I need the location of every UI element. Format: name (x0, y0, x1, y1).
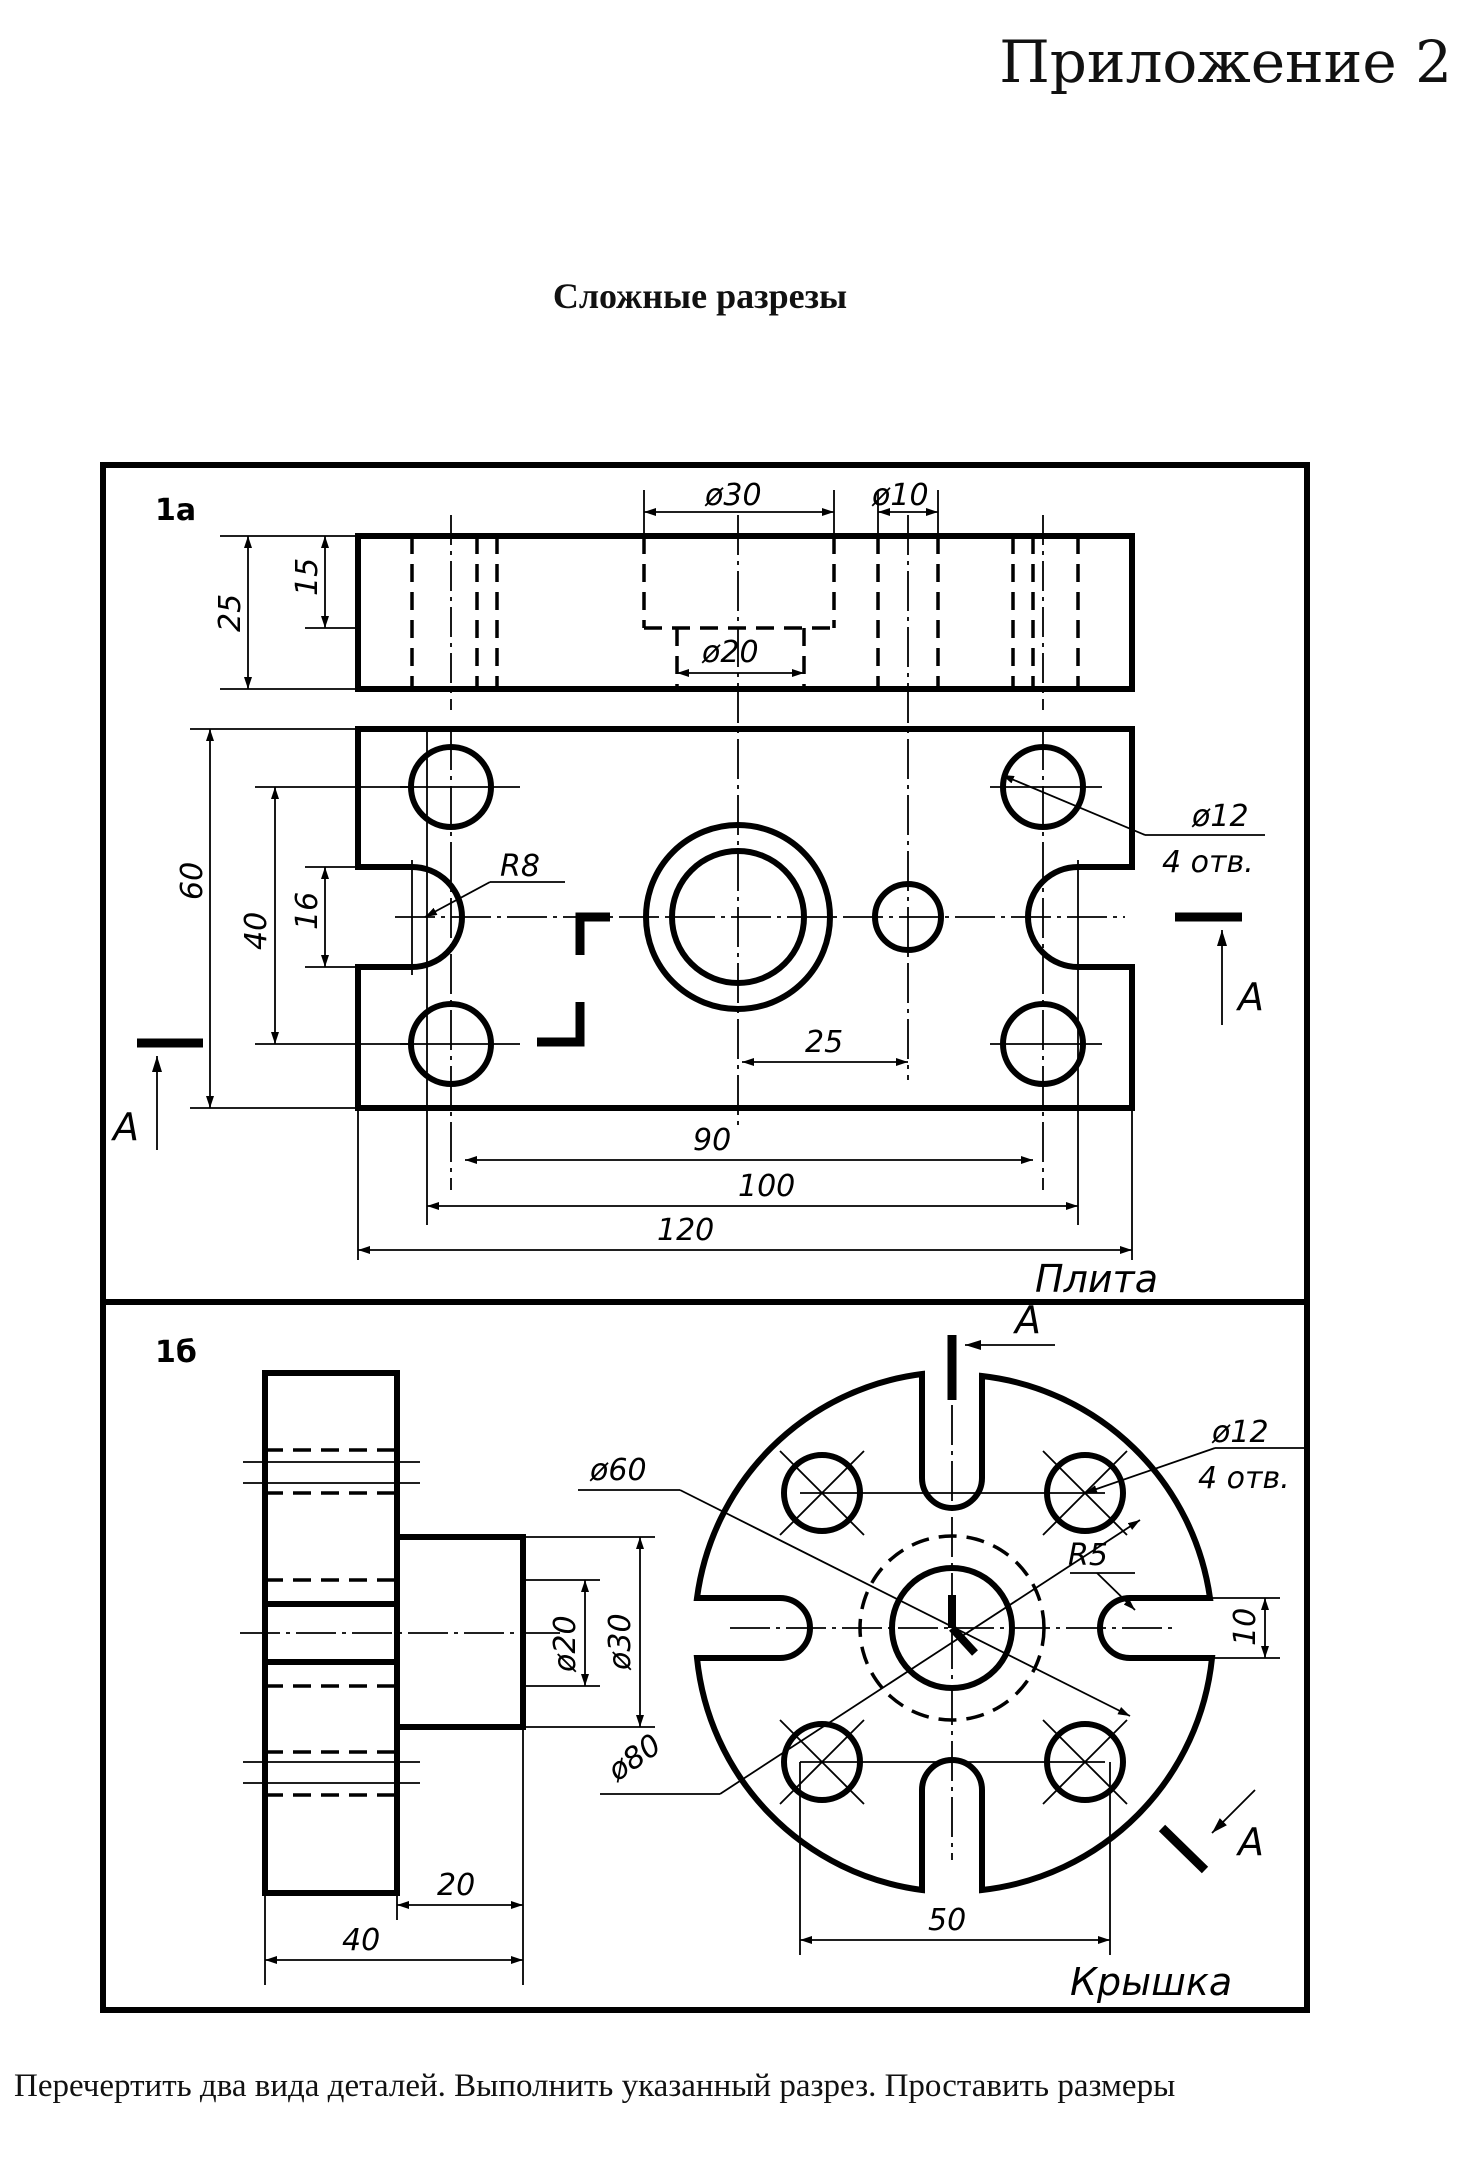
dim-holes-count-label: 4 отв. (1162, 845, 1254, 880)
plate-plan-view (355, 726, 1135, 1111)
dim-1b-holes-label: ø12 (1211, 1415, 1269, 1450)
dim-w120-label: 120 (657, 1213, 714, 1248)
part-name-1a: Плита (1035, 1257, 1158, 1301)
panel-1a-label: 1а (155, 493, 196, 528)
dim-h15-label: 15 (290, 558, 325, 596)
dim-d10-label: ø10 (871, 478, 929, 513)
dim-holes-label: ø12 (1191, 799, 1249, 834)
drawing-frame (100, 462, 1310, 2013)
dim-w90-label: 90 (693, 1123, 731, 1158)
panel-1b: 1б ø20 (155, 1298, 1305, 2004)
section-mark-right: A (1235, 975, 1264, 1019)
dim-w60-label: 60 (175, 862, 210, 900)
section-mark-1b: A A (947, 1298, 1264, 1874)
cover-round-view (693, 1370, 1216, 1894)
part-name-1b: Крышка (1070, 1960, 1232, 2004)
plate-front-view (355, 533, 1135, 692)
dim-r8-label: R8 (500, 849, 540, 884)
panel-1a: 1а (110, 478, 1265, 1301)
dim-1b-r5-label: R5 (1068, 1538, 1108, 1573)
dim-1b-w40-label: 40 (342, 1923, 380, 1958)
section-mark-1a: A A (110, 912, 1264, 1150)
dim-w40-label: 40 (239, 912, 274, 950)
dim-1b-d20-label: ø20 (548, 1615, 583, 1673)
dim-1b-h10-label: 10 (1228, 1608, 1263, 1646)
dim-1b-d60-label: ø60 (589, 1453, 647, 1488)
task-instructions: Перечертить два вида деталей. Выполнить … (14, 2068, 1176, 2104)
cover-side-lines (240, 1448, 560, 1797)
appendix-label: Приложение 2 (999, 28, 1452, 96)
dim-d20-label: ø20 (701, 635, 759, 670)
dim-1b-d80-label: ø80 (601, 1727, 668, 1789)
dim-d30-label: ø30 (704, 478, 762, 513)
dim-1b-w20-label: 20 (437, 1868, 475, 1903)
section-mark-left: A (110, 1105, 139, 1149)
dim-h25-label: 25 (213, 594, 248, 632)
dim-w16-label: 16 (290, 892, 325, 930)
page-title: Сложные разрезы (552, 276, 848, 316)
section-mark-top: A (1012, 1298, 1041, 1342)
section-mark-bottom: A (1235, 1820, 1264, 1864)
dim-w100-label: 100 (738, 1169, 795, 1204)
plate-hidden-lines (410, 536, 1080, 689)
cover-hub-view (394, 1534, 526, 1730)
dim-1b-holes-count-label: 4 отв. (1198, 1461, 1290, 1496)
dim-1b-w50-label: 50 (928, 1903, 966, 1938)
dim-1b-d30-label: ø30 (603, 1613, 638, 1671)
panel-1b-label: 1б (155, 1335, 197, 1370)
dim-w25-label: 25 (805, 1025, 843, 1060)
